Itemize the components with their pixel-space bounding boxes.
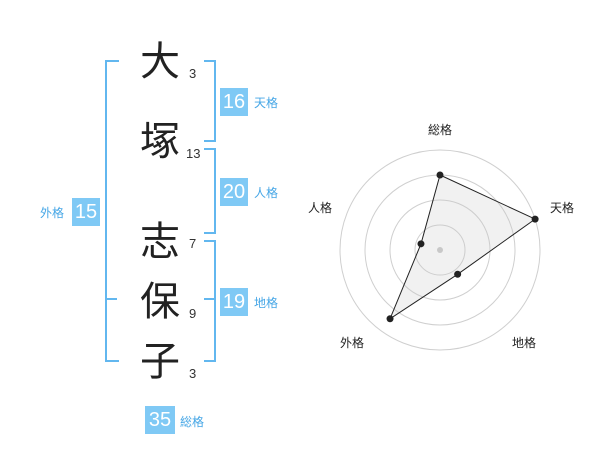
radar-point-5 bbox=[417, 240, 425, 248]
radar-label-tenkaku: 天格 bbox=[550, 201, 575, 215]
name-char-3: 志 bbox=[140, 219, 180, 265]
name-char-5: 子 bbox=[140, 339, 180, 385]
chikaku-bracket-tick bbox=[204, 298, 214, 300]
soukaku-label: 総格 bbox=[180, 415, 205, 429]
soukaku-value: 35 bbox=[145, 406, 175, 434]
jinkaku-label: 人格 bbox=[254, 186, 279, 200]
stroke-count-5: 3 bbox=[189, 366, 197, 381]
radar-point-4 bbox=[386, 315, 394, 323]
radar-ring-1 bbox=[414, 224, 466, 276]
radar-center bbox=[437, 247, 443, 253]
name-char-2: 塚 bbox=[140, 119, 180, 165]
jinkaku-bracket bbox=[204, 148, 216, 234]
chikaku-value: 19 bbox=[220, 288, 248, 316]
gaikaku-value: 15 bbox=[72, 198, 100, 226]
tenkaku-bracket bbox=[204, 60, 216, 142]
radar-point-2 bbox=[531, 215, 539, 223]
name-char-4: 保 bbox=[140, 279, 180, 325]
radar-ring-4 bbox=[339, 149, 541, 351]
stroke-count-3: 7 bbox=[189, 236, 197, 251]
stroke-count-2: 13 bbox=[186, 146, 201, 161]
gaikaku-label: 外格 bbox=[40, 206, 65, 220]
jinkaku-value: 20 bbox=[220, 178, 248, 206]
chikaku-label: 地格 bbox=[254, 296, 279, 310]
name-char-1: 大 bbox=[140, 39, 180, 85]
radar-point-1 bbox=[436, 171, 444, 179]
chikaku-bracket bbox=[204, 240, 216, 362]
radar-label-chikaku: 地格 bbox=[512, 336, 537, 350]
gaikaku-bracket-tick bbox=[105, 298, 117, 300]
tenkaku-label: 天格 bbox=[254, 96, 279, 110]
radar-label-soukaku: 総格 bbox=[428, 123, 453, 137]
stroke-count-1: 3 bbox=[189, 66, 197, 81]
radar-label-jinkaku: 人格 bbox=[308, 201, 333, 215]
stroke-count-4: 9 bbox=[189, 306, 197, 321]
tenkaku-value: 16 bbox=[220, 88, 248, 116]
gaikaku-bracket bbox=[105, 60, 119, 362]
radar-label-gaikaku: 外格 bbox=[340, 336, 365, 350]
radar-ring-2 bbox=[389, 199, 491, 301]
radar-point-3 bbox=[454, 270, 462, 278]
radar-polygon bbox=[388, 174, 537, 321]
